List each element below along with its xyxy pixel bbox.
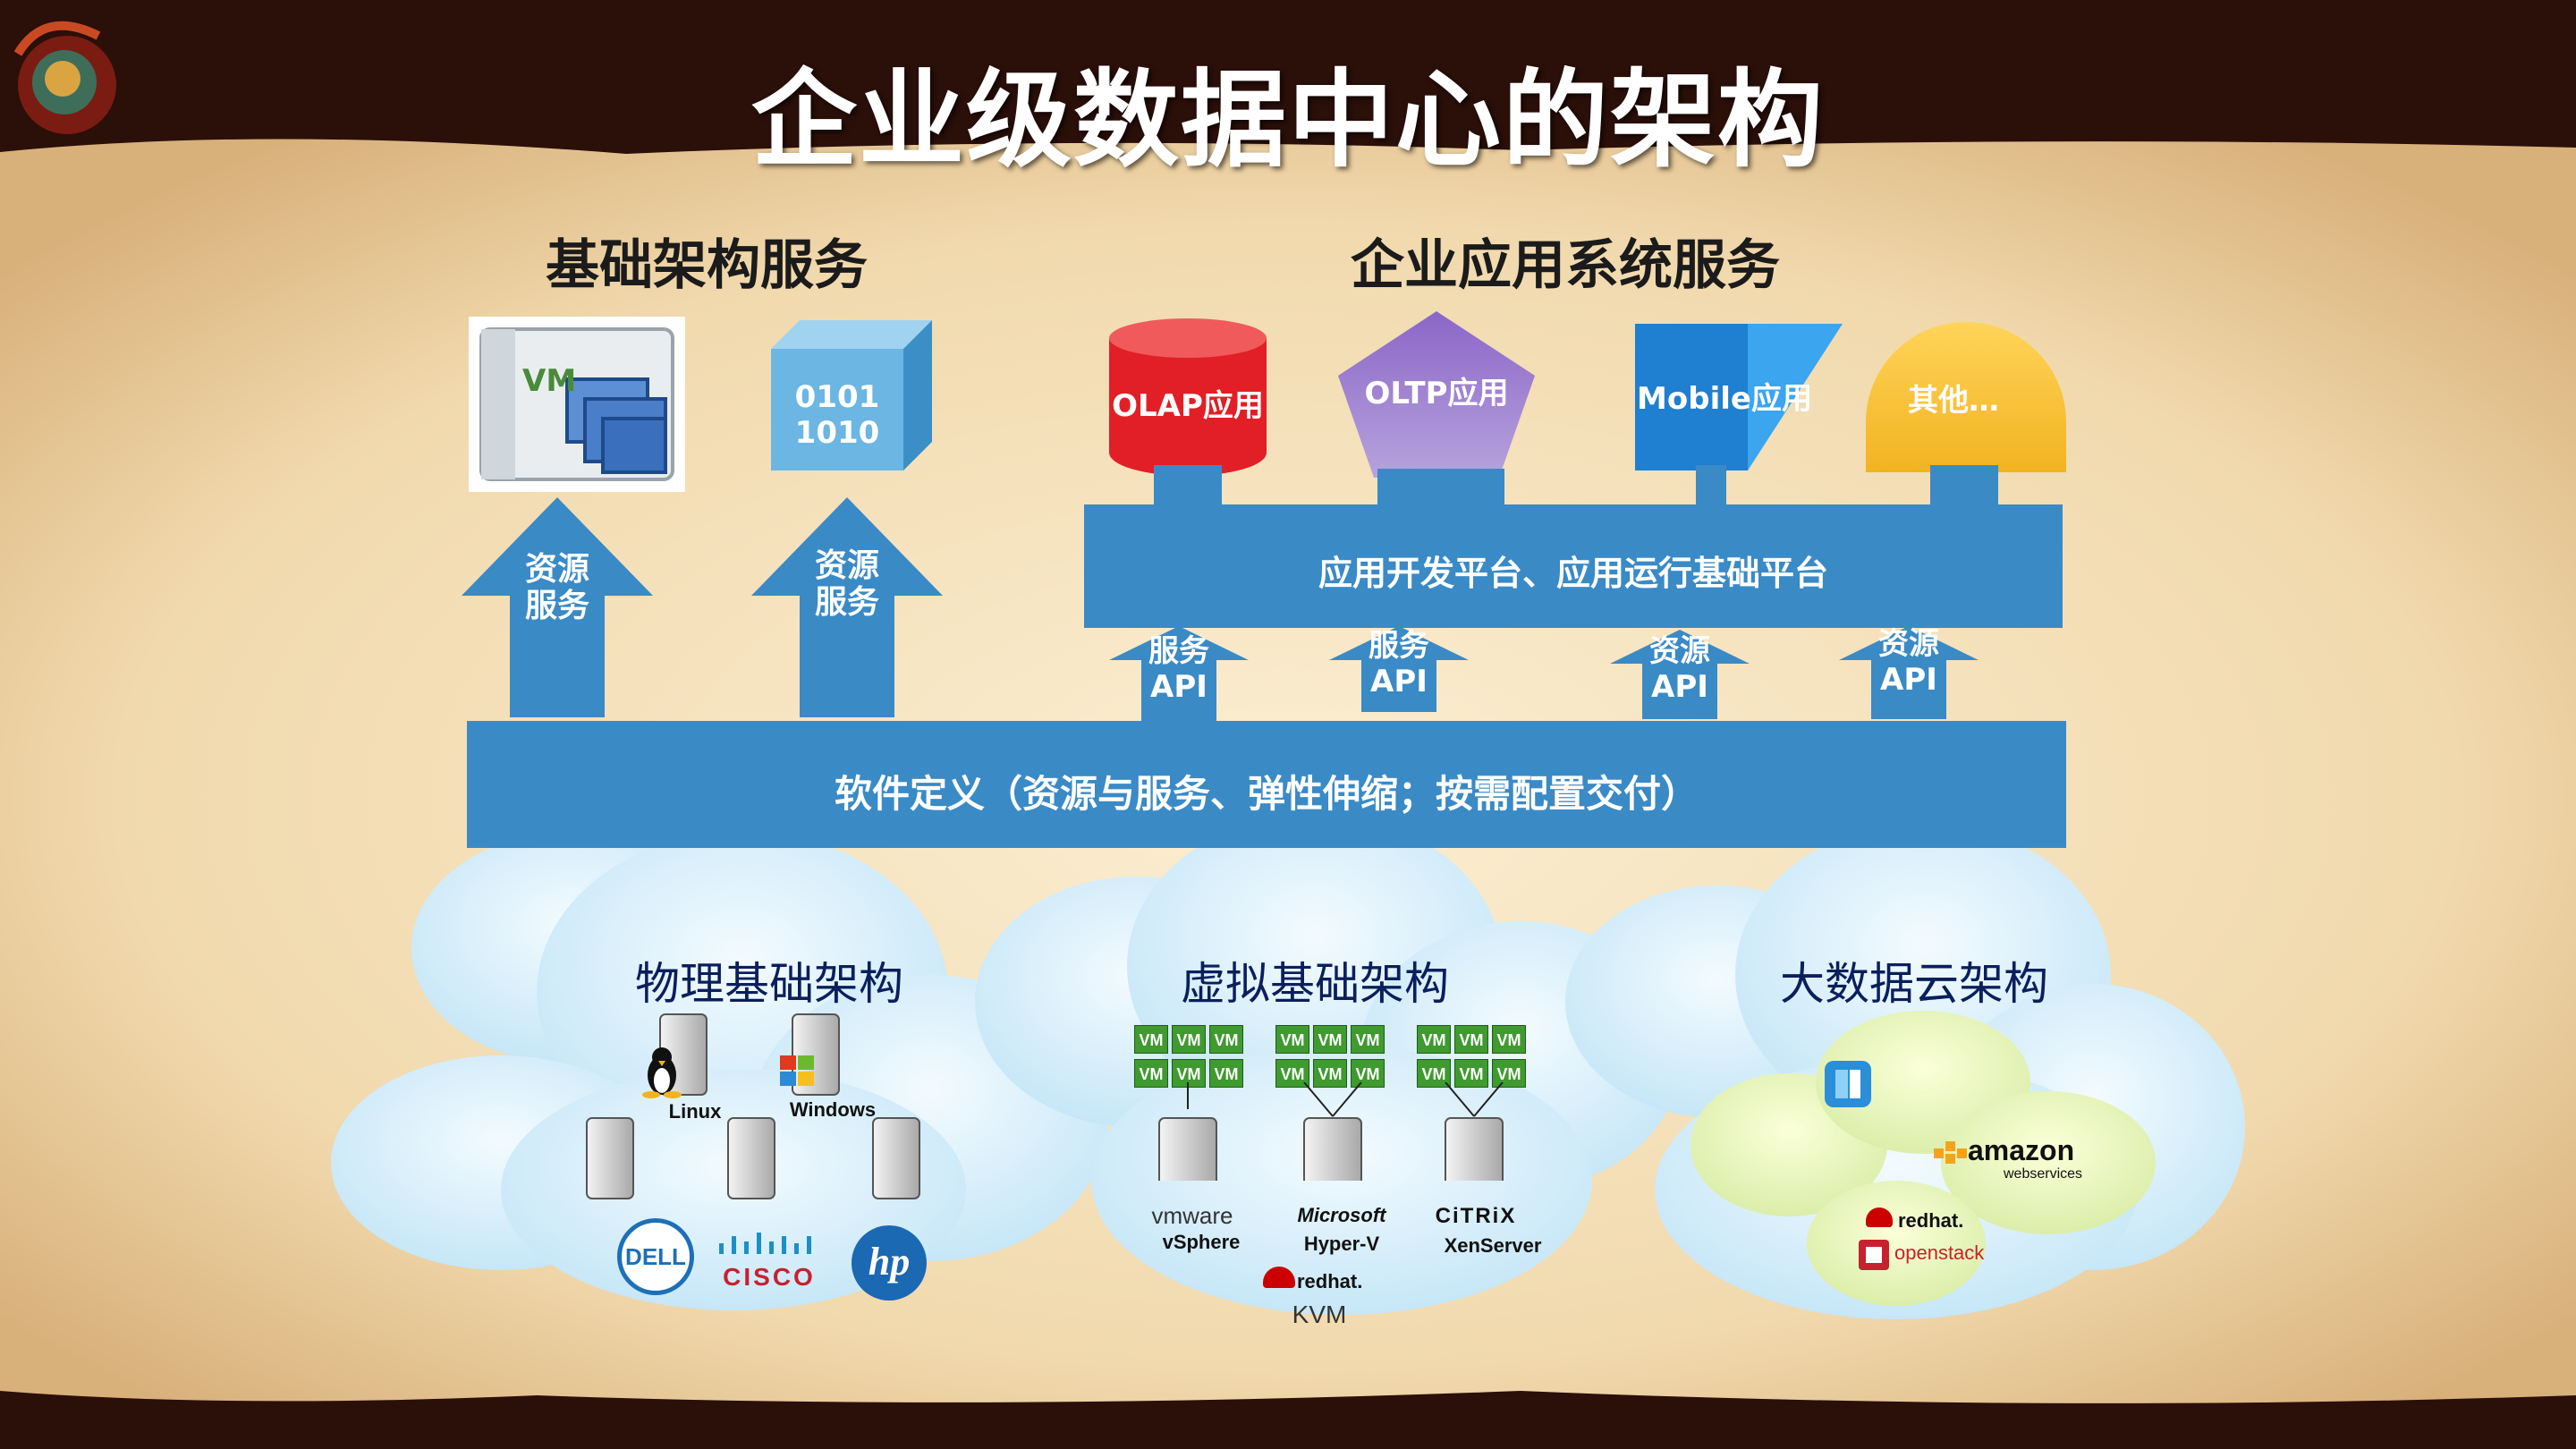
vmware-logo: vmware — [1151, 1202, 1233, 1229]
bigdata-cloud-title: 大数据云架构 — [1780, 958, 2048, 1010]
resource-service-arrow-2: 资源 服务 — [751, 497, 943, 717]
api-arrow-2-line2: API — [1370, 664, 1428, 699]
redhat-label-virtual: redhat. — [1297, 1270, 1363, 1292]
oltp-connector — [1377, 469, 1504, 508]
resource-arrow-1-line2: 服务 — [524, 588, 589, 625]
vm-box: VM — [1492, 1059, 1526, 1088]
api-arrow-3-line2: API — [1651, 669, 1708, 705]
cloud-app-icon — [1825, 1061, 1871, 1107]
vm-box: VM — [1417, 1025, 1451, 1054]
vm-label: VM — [522, 363, 577, 399]
vm-box: VM — [1454, 1059, 1488, 1088]
api-arrow-4-line2: API — [1880, 662, 1937, 698]
service-api-arrow-1: 服务 API — [1109, 626, 1249, 721]
service-api-arrow-2: 服务 API — [1329, 626, 1469, 712]
virtual-infra-title: 虚拟基础架构 — [1181, 958, 1449, 1010]
redhat-label-bigdata: redhat. — [1898, 1209, 1964, 1232]
olap-label: OLAP应用 — [1112, 388, 1264, 424]
vm-box: VM — [1492, 1025, 1526, 1054]
resource-arrow-2-line2: 服务 — [814, 584, 879, 622]
platform-bar: 应用开发平台、应用运行基础平台 — [1084, 504, 2063, 628]
resource-api-arrow-1: 资源 API — [1610, 630, 1750, 719]
physical-servers-icon — [586, 1013, 920, 1199]
api-arrow-4-line1: 资源 — [1878, 626, 1939, 662]
linux-tux-icon — [642, 1047, 682, 1098]
vm-box: VM — [1351, 1025, 1385, 1054]
mobile-label: Mobile应用 — [1637, 381, 1812, 417]
platform-bar-label: 应用开发平台、应用运行基础平台 — [1318, 554, 1828, 593]
vm-box: VM — [1313, 1059, 1347, 1088]
enterprise-app-services-heading: 企业应用系统服务 — [1351, 234, 1780, 297]
data-line-1: 0101 — [794, 379, 880, 415]
redhat-hat-icon-2 — [1866, 1208, 1893, 1227]
data-cube-icon: 0101 1010 — [771, 320, 932, 472]
oltp-label: OLTP应用 — [1364, 376, 1509, 411]
hypervisor-servers-icon — [1158, 1082, 1504, 1181]
vm-box: VM — [1209, 1025, 1243, 1054]
linux-label: Linux — [668, 1100, 722, 1123]
cisco-logo: CISCO — [716, 1231, 823, 1293]
openstack-label: openstack — [1894, 1241, 1985, 1264]
microsoft-logo: Microsoft — [1297, 1204, 1386, 1226]
green-cloud-cluster — [1690, 1011, 2156, 1306]
api-arrow-2-line1: 服务 — [1368, 628, 1429, 664]
api-arrow-1-line1: 服务 — [1148, 633, 1209, 669]
vm-box: VM — [1275, 1059, 1309, 1088]
vm-box: VM — [1134, 1025, 1168, 1054]
physical-infra-title: 物理基础架构 — [635, 958, 903, 1010]
api-arrow-1-line2: API — [1150, 669, 1208, 705]
other-connector — [1930, 465, 1998, 508]
vm-box: VM — [1454, 1025, 1488, 1054]
other-dome: 其他… — [1866, 322, 2066, 472]
resource-arrow-1-line1: 资源 — [524, 551, 589, 588]
vm-box: VM — [1209, 1059, 1243, 1088]
hp-logo: hp — [852, 1225, 927, 1301]
olap-connector — [1154, 465, 1222, 508]
hyperv-label: Hyper-V — [1303, 1233, 1380, 1255]
api-arrow-3-line1: 资源 — [1649, 633, 1710, 669]
vsphere-label: vSphere — [1162, 1231, 1241, 1253]
vm-box: VM — [1172, 1025, 1206, 1054]
mobile-connector — [1696, 465, 1726, 508]
vm-box: VM — [1275, 1025, 1309, 1054]
windows-label: Windows — [789, 1098, 877, 1121]
vm-icon: VM — [469, 317, 685, 492]
kvm-label: KVM — [1292, 1301, 1347, 1328]
software-defined-bar: 软件定义（资源与服务、弹性伸缩；按需配置交付） — [467, 721, 2066, 848]
olap-cylinder: OLAP应用 — [1109, 318, 1267, 479]
resource-service-arrow-1: 资源 服务 — [462, 497, 653, 717]
resource-arrow-2-line1: 资源 — [814, 547, 879, 584]
resource-api-arrow-2: 资源 API — [1839, 626, 1979, 719]
ornament-icon — [13, 21, 116, 134]
vm-box: VM — [1134, 1059, 1168, 1088]
xenserver-label: XenServer — [1444, 1234, 1542, 1257]
dell-logo: DELL — [617, 1218, 694, 1295]
other-label: 其他… — [1908, 383, 1999, 419]
redhat-hat-icon — [1263, 1267, 1295, 1288]
data-line-2: 1010 — [794, 415, 880, 451]
amazon-label: amazon — [1968, 1134, 2075, 1166]
infra-services-heading: 基础架构服务 — [546, 234, 868, 297]
slide-title: 企业级数据中心的架构 — [750, 58, 1825, 182]
windows-flag-icon — [780, 1055, 814, 1086]
citrix-logo: CiTRiX — [1435, 1204, 1517, 1228]
software-defined-label: 软件定义（资源与服务、弹性伸缩；按需配置交付） — [834, 772, 1699, 816]
amazon-boxes-icon — [1932, 1136, 1968, 1172]
amazon-webservices-label: webservices — [2004, 1166, 2083, 1182]
mobile-shape: Mobile应用 — [1635, 324, 1850, 470]
vm-box: VM — [1351, 1059, 1385, 1088]
vm-box: VM — [1313, 1025, 1347, 1054]
openstack-icon — [1859, 1240, 1889, 1270]
oltp-pentagon: OLTP应用 — [1338, 311, 1535, 478]
